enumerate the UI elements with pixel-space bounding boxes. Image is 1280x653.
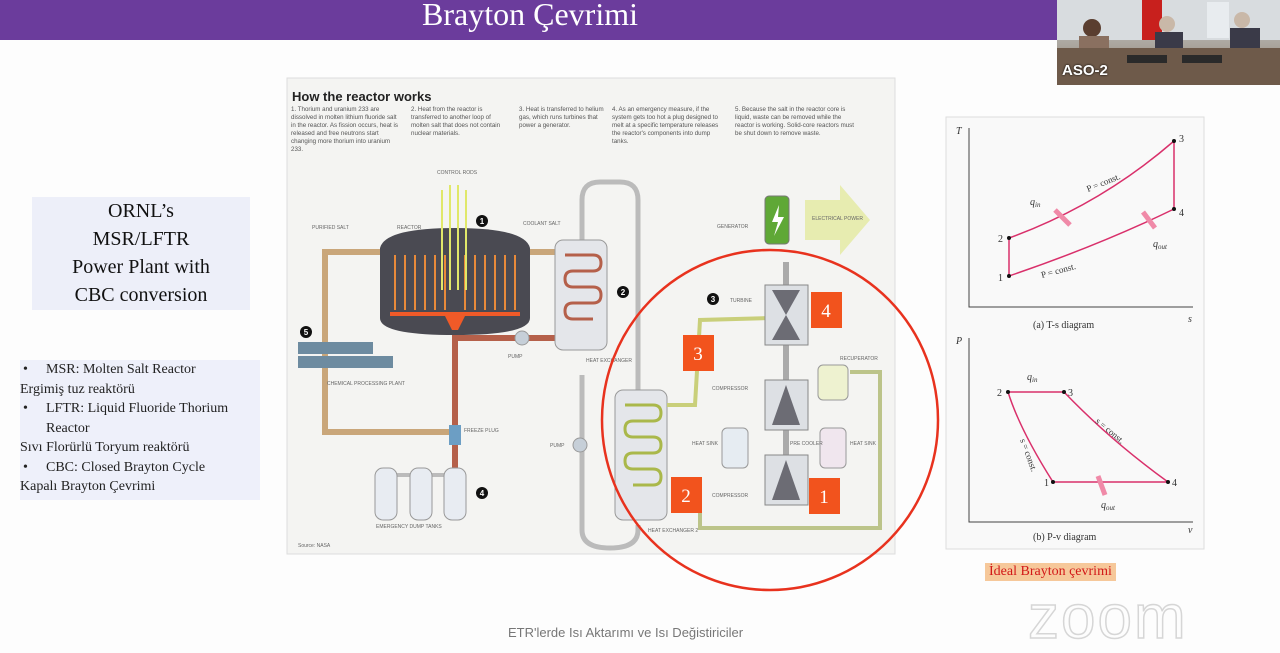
- ts-y-axis: T: [956, 126, 963, 137]
- label-heat-exchanger: HEAT EXCHANGER: [586, 358, 632, 364]
- label-chemical-plant: CHEMICAL PROCESSING PLANT: [327, 381, 405, 387]
- bullet-cbc: CBC: Closed Brayton Cycle: [20, 458, 260, 478]
- step-marker-2: 2: [621, 288, 626, 297]
- step-marker-3: 3: [711, 295, 716, 304]
- label-compressor-top: COMPRESSOR: [712, 386, 749, 392]
- ts-point-2: 2: [998, 234, 1003, 245]
- ts-caption: (a) T-s diagram: [1033, 320, 1094, 331]
- abbreviation-list: MSR: Molten Salt Reactor Ergimiş tuz rea…: [20, 360, 260, 500]
- ts-point-4: 4: [1179, 208, 1184, 219]
- bullet-lftr: LFTR: Liquid Fluoride Thorium: [20, 399, 260, 419]
- label-pump-bottom: PUMP: [550, 443, 565, 449]
- brayton-cycle-diagrams: T s 1 2 3 4 P = const. P = const. qin qo…: [945, 116, 1205, 550]
- pv-point-2: 2: [997, 388, 1002, 399]
- label-heat-exchanger-2: HEAT EXCHANGER 2: [648, 528, 698, 534]
- pv-x-axis: v: [1188, 525, 1193, 536]
- label-electrical-power: ELECTRICAL POWER: [812, 216, 863, 222]
- step-1: 1. Thorium and uranium 233 are dissolved…: [291, 106, 398, 153]
- ornl-title-line: ORNL’s: [108, 200, 174, 222]
- figure-steps: 1. Thorium and uranium 233 are dissolved…: [291, 106, 854, 153]
- bullet-msr-translation: Ergimiş tuz reaktörü: [20, 381, 135, 397]
- highlight-circle: [600, 248, 940, 592]
- step-marker-4: 4: [480, 489, 485, 498]
- bullet-lftr-cont: Reactor: [46, 420, 90, 436]
- cycle-caption: İdeal Brayton çevrimi: [985, 563, 1116, 581]
- step-marker-5: 5: [304, 328, 309, 337]
- label-heat-sink-left: HEAT SINK: [692, 441, 719, 447]
- state-point-1: 1: [819, 487, 829, 508]
- pv-point-4: 4: [1172, 478, 1177, 489]
- pv-point-3: 3: [1068, 388, 1073, 399]
- label-coolant-salt: COOLANT SALT: [523, 221, 561, 227]
- pv-qin: qin: [1027, 372, 1038, 384]
- state-point-3: 3: [693, 344, 703, 365]
- ts-qin: qin: [1030, 197, 1041, 209]
- step-3: 3. Heat is transferred to helium gas, wh…: [519, 106, 604, 129]
- qin-arrow-icon: [1053, 208, 1072, 227]
- zoom-watermark: zoom: [1027, 582, 1188, 653]
- step-4: 4. As an emergency measure, if the syste…: [612, 106, 719, 145]
- ornl-title-line: CBC conversion: [74, 284, 208, 306]
- bullet-lftr-translation: Sıvı Florürlü Toryum reaktörü: [20, 440, 190, 455]
- step-2: 2. Heat from the reactor is transferred …: [411, 106, 501, 137]
- ts-point-3: 3: [1179, 134, 1184, 145]
- ornl-title-line: Power Plant with: [72, 256, 210, 278]
- label-source: Source: NASA: [298, 543, 331, 549]
- label-pump-top: PUMP: [508, 354, 523, 360]
- qout-arrow-icon: [1141, 210, 1157, 230]
- ornl-title-line: MSR/LFTR: [92, 228, 190, 250]
- slide-title: Brayton Çevrimi: [422, 0, 638, 32]
- label-control-rods: CONTROL RODS: [437, 170, 478, 176]
- ornl-title-box: ORNL’s MSR/LFTR Power Plant with CBC con…: [32, 197, 250, 310]
- label-freeze-plug: FREEZE PLUG: [464, 428, 499, 434]
- slide-footer: ETR'lerde Isı Aktarımı ve Isı Değistiric…: [508, 625, 744, 640]
- slide-header-bar: Brayton Çevrimi: [0, 0, 1060, 40]
- label-purified-salt: PURIFIED SALT: [312, 225, 349, 231]
- pv-qout-arrow-icon: [1095, 475, 1108, 496]
- participant-video-thumbnail[interactable]: ASO-2: [1057, 0, 1280, 85]
- step-marker-1: 1: [480, 217, 485, 226]
- label-turbine: TURBINE: [730, 298, 753, 304]
- label-recuperator: RECUPERATOR: [840, 356, 878, 362]
- participant-name: ASO-2: [1062, 62, 1108, 79]
- state-point-4: 4: [821, 301, 831, 322]
- pv-caption: (b) P-v diagram: [1033, 532, 1097, 543]
- label-reactor: REACTOR: [397, 225, 422, 231]
- ts-x-axis: s: [1188, 314, 1192, 325]
- ts-qout: qout: [1153, 239, 1168, 251]
- pv-qout: qout: [1101, 500, 1116, 512]
- diagram-frame: [945, 116, 1205, 550]
- reactor-figure: How the reactor works 1. Thorium and ura…: [286, 77, 940, 592]
- bullet-msr: MSR: Molten Salt Reactor: [20, 360, 260, 380]
- figure-title: How the reactor works: [292, 89, 431, 104]
- step-5: 5. Because the salt in the reactor core …: [735, 106, 854, 137]
- label-compressor-bottom: COMPRESSOR: [712, 493, 749, 499]
- ts-point-1: 1: [998, 273, 1003, 284]
- label-dump-tanks: EMERGENCY DUMP TANKS: [376, 524, 442, 530]
- label-generator: GENERATOR: [717, 224, 749, 230]
- pv-point-1: 1: [1044, 478, 1049, 489]
- label-heat-sink-right: HEAT SINK: [850, 441, 877, 447]
- bullet-cbc-translation: Kapalı Brayton Çevrimi: [20, 479, 156, 494]
- video-scene: [1057, 0, 1280, 85]
- label-pre-cooler: PRE COOLER: [790, 441, 823, 447]
- state-point-2: 2: [681, 486, 691, 507]
- pv-y-axis: P: [955, 336, 962, 347]
